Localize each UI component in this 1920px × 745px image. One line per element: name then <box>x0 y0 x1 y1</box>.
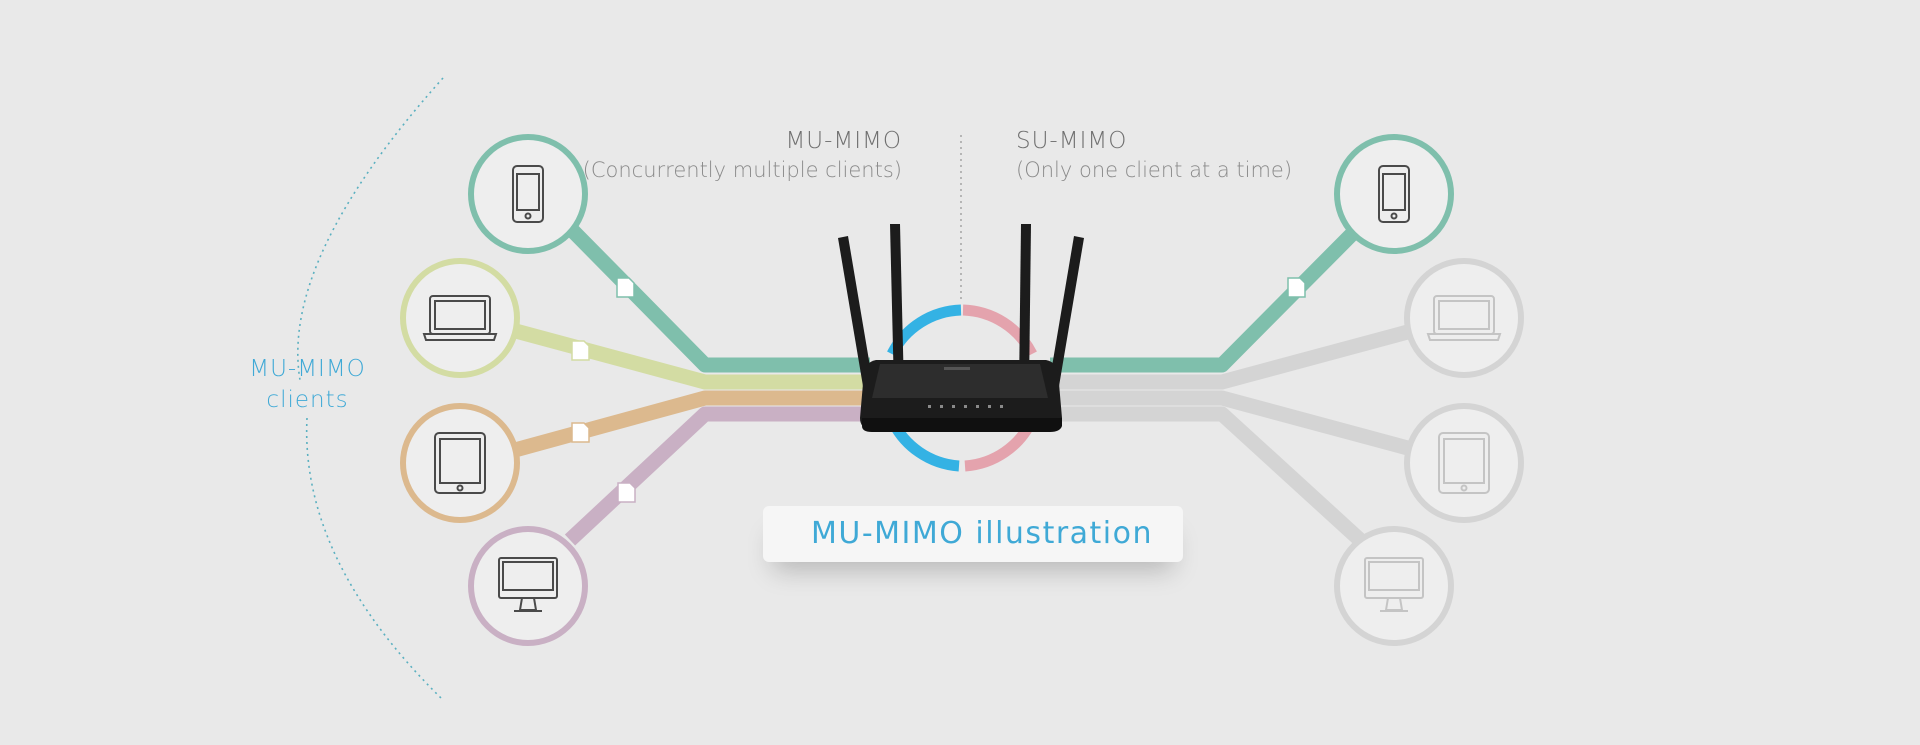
tablet-icon <box>434 432 486 494</box>
smartphone-icon <box>1378 165 1410 223</box>
packet-icon <box>617 482 636 503</box>
router-leds <box>928 405 1003 408</box>
laptop-icon <box>422 295 498 341</box>
router-front-edge <box>862 418 1062 432</box>
antenna-outer-right <box>1046 236 1084 404</box>
desktop-monitor-icon <box>498 557 558 612</box>
caption-box: MU-MIMO illustration <box>763 506 1183 562</box>
antenna-inner-right <box>1019 224 1031 390</box>
su-device-smartphone <box>1334 134 1454 254</box>
link-smartphone-left <box>564 222 870 373</box>
su-mimo-links <box>1050 222 1417 546</box>
link-laptop-right <box>1050 322 1417 390</box>
su-mimo-devices <box>1334 134 1524 646</box>
su-device-tablet <box>1404 403 1524 523</box>
mu-device-desktop <box>468 526 588 646</box>
desktop-monitor-icon <box>1364 557 1424 612</box>
packet-icon <box>1287 277 1306 298</box>
mu-device-smartphone <box>468 134 588 254</box>
tablet-icon <box>1438 432 1490 494</box>
link-tablet-right <box>1050 390 1417 458</box>
su-device-desktop <box>1334 526 1454 646</box>
mu-mimo-clients-label: MU-MIMO clients <box>230 354 385 416</box>
clients-label-line2: clients <box>266 387 349 413</box>
mu-mimo-devices <box>400 134 588 646</box>
diagram-caption: MU-MIMO illustration <box>810 516 1154 551</box>
antenna-inner-left <box>890 224 904 390</box>
packet-icon <box>571 340 590 361</box>
packet-icon <box>571 422 590 443</box>
antenna-outer-left <box>838 236 876 404</box>
su-mimo-title: SU-MIMO <box>1016 128 1128 154</box>
su-device-laptop <box>1404 258 1524 378</box>
mu-mimo-subtitle: (Concurrently multiple clients) <box>582 158 902 182</box>
link-smartphone-right <box>1050 222 1364 373</box>
mu-mimo-title: MU-MIMO <box>785 128 902 154</box>
mu-device-laptop <box>400 258 520 378</box>
mu-mimo-links <box>510 222 870 546</box>
packet-markers <box>571 277 1306 503</box>
clients-dotted-arc <box>297 77 444 701</box>
su-mimo-subtitle: (Only one client at a time) <box>1016 158 1293 182</box>
router <box>838 224 1084 432</box>
mu-device-tablet <box>400 403 520 523</box>
router-top-gloss <box>872 364 1048 398</box>
laptop-icon <box>1426 295 1502 341</box>
packet-icon <box>616 277 635 298</box>
link-desktop-right <box>1050 406 1366 546</box>
clients-label-line1: MU-MIMO <box>249 356 366 382</box>
smartphone-icon <box>512 165 544 223</box>
router-logo-mark <box>944 367 970 370</box>
link-desktop-left <box>564 406 870 546</box>
